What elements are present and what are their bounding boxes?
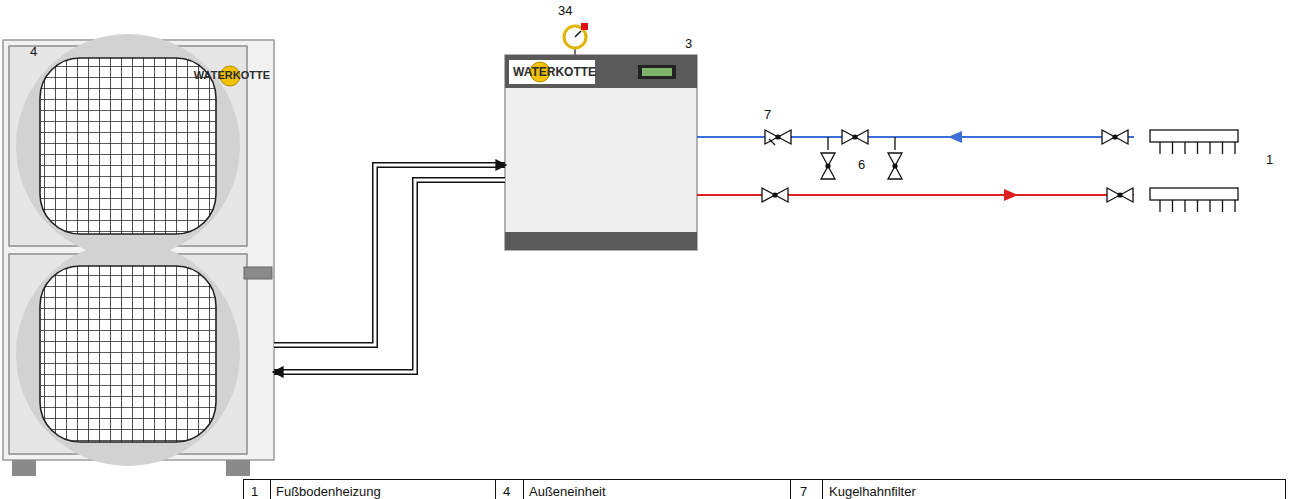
arrow-head: [274, 180, 505, 372]
manifold-outlet: [1197, 142, 1198, 154]
indoor-unit: [505, 55, 697, 88]
manifold: [1150, 130, 1238, 212]
indoor-unit: [505, 232, 697, 250]
legend-table: [822, 479, 823, 499]
valve-symbol: [1102, 130, 1128, 144]
callout-number: 3: [685, 36, 692, 51]
pressure-gauge: [564, 23, 588, 55]
arrow-head: [274, 165, 505, 345]
outdoor-unit: [3, 34, 274, 476]
legend-table: [244, 480, 1286, 499]
manifold-outlet: [1222, 142, 1223, 154]
return-pipe: [697, 131, 1134, 150]
pressure-gauge: [575, 31, 581, 37]
manifold-outlet: [1159, 142, 1160, 154]
manifold-outlet: [1184, 142, 1185, 154]
refrigerant-line: [274, 180, 505, 372]
line-core: [274, 180, 505, 372]
manifold-outlet: [1159, 200, 1160, 212]
manifold-outlet: [1209, 142, 1210, 154]
manifold-outlet: [1209, 200, 1210, 212]
flow-pipe: [697, 189, 1134, 201]
indoor-unit: [505, 55, 697, 250]
brand-logo: WATERKOTTE: [513, 65, 596, 79]
valve-symbol: [765, 130, 791, 145]
table-cell: 1: [251, 484, 258, 499]
manifold-outlet: [1172, 200, 1173, 212]
indoor-unit: [638, 65, 676, 79]
table-cell: Fußbodenheizung: [276, 484, 381, 499]
pressure-gauge: [581, 23, 588, 30]
outdoor-unit: [40, 58, 216, 234]
flow-pipe: [1004, 189, 1018, 201]
brand-logo: WATERKOTTE: [194, 69, 270, 81]
indoor-unit: [642, 68, 672, 76]
valve-symbol: [842, 130, 868, 144]
table-cell: 7: [800, 484, 807, 499]
manifold-outlet: [1184, 200, 1185, 212]
outdoor-unit-box: WATERKOTTE: [3, 40, 274, 460]
manifold-outlet: [1172, 142, 1173, 154]
callout-number: 1: [1266, 152, 1273, 167]
return-pipe: [894, 137, 895, 150]
return-pipe: [948, 131, 962, 143]
legend-table: [244, 479, 1286, 499]
manifold: [1150, 130, 1238, 142]
legend-table: [523, 479, 524, 499]
outdoor-unit: [226, 460, 250, 476]
legend-table: [495, 479, 496, 499]
table-cell: 4: [503, 484, 510, 499]
valve-symbol: [762, 188, 788, 202]
line-core: [274, 165, 505, 345]
line-outline: [274, 165, 505, 345]
manifold-outlet: [1222, 200, 1223, 212]
return-pipe: [827, 137, 828, 150]
manifold-outlet: [1197, 200, 1198, 212]
indoor-unit-box: WATERKOTTE: [505, 55, 697, 250]
table-cell: Außeneinheit: [529, 484, 606, 499]
valve-symbol: [765, 130, 1128, 179]
legend-table: [790, 479, 791, 499]
callout-number: 34: [558, 3, 572, 18]
outdoor-unit: [12, 460, 36, 476]
manifold: [1150, 188, 1238, 200]
line-outline: [274, 180, 505, 372]
valve-symbol: [762, 188, 1133, 202]
valve-symbol: [888, 153, 902, 179]
outdoor-unit: [40, 266, 216, 442]
callout-number: 6: [858, 157, 865, 172]
manifold-outlet: [1234, 142, 1235, 154]
table-cell: Kugelhahnfilter: [829, 484, 916, 499]
legend-table: [270, 479, 271, 499]
manifold-outlet: [1234, 200, 1235, 212]
outdoor-unit: [16, 242, 240, 466]
valve-symbol: [821, 153, 835, 179]
outdoor-unit: [244, 267, 272, 279]
outdoor-unit: [16, 34, 240, 258]
refrigerant-line: [274, 165, 505, 345]
callout-number: 7: [764, 107, 771, 122]
callout-number: 4: [30, 44, 37, 59]
return-pipe: [697, 136, 1134, 138]
valve-symbol: [1107, 188, 1133, 202]
indoor-unit: [505, 55, 697, 250]
